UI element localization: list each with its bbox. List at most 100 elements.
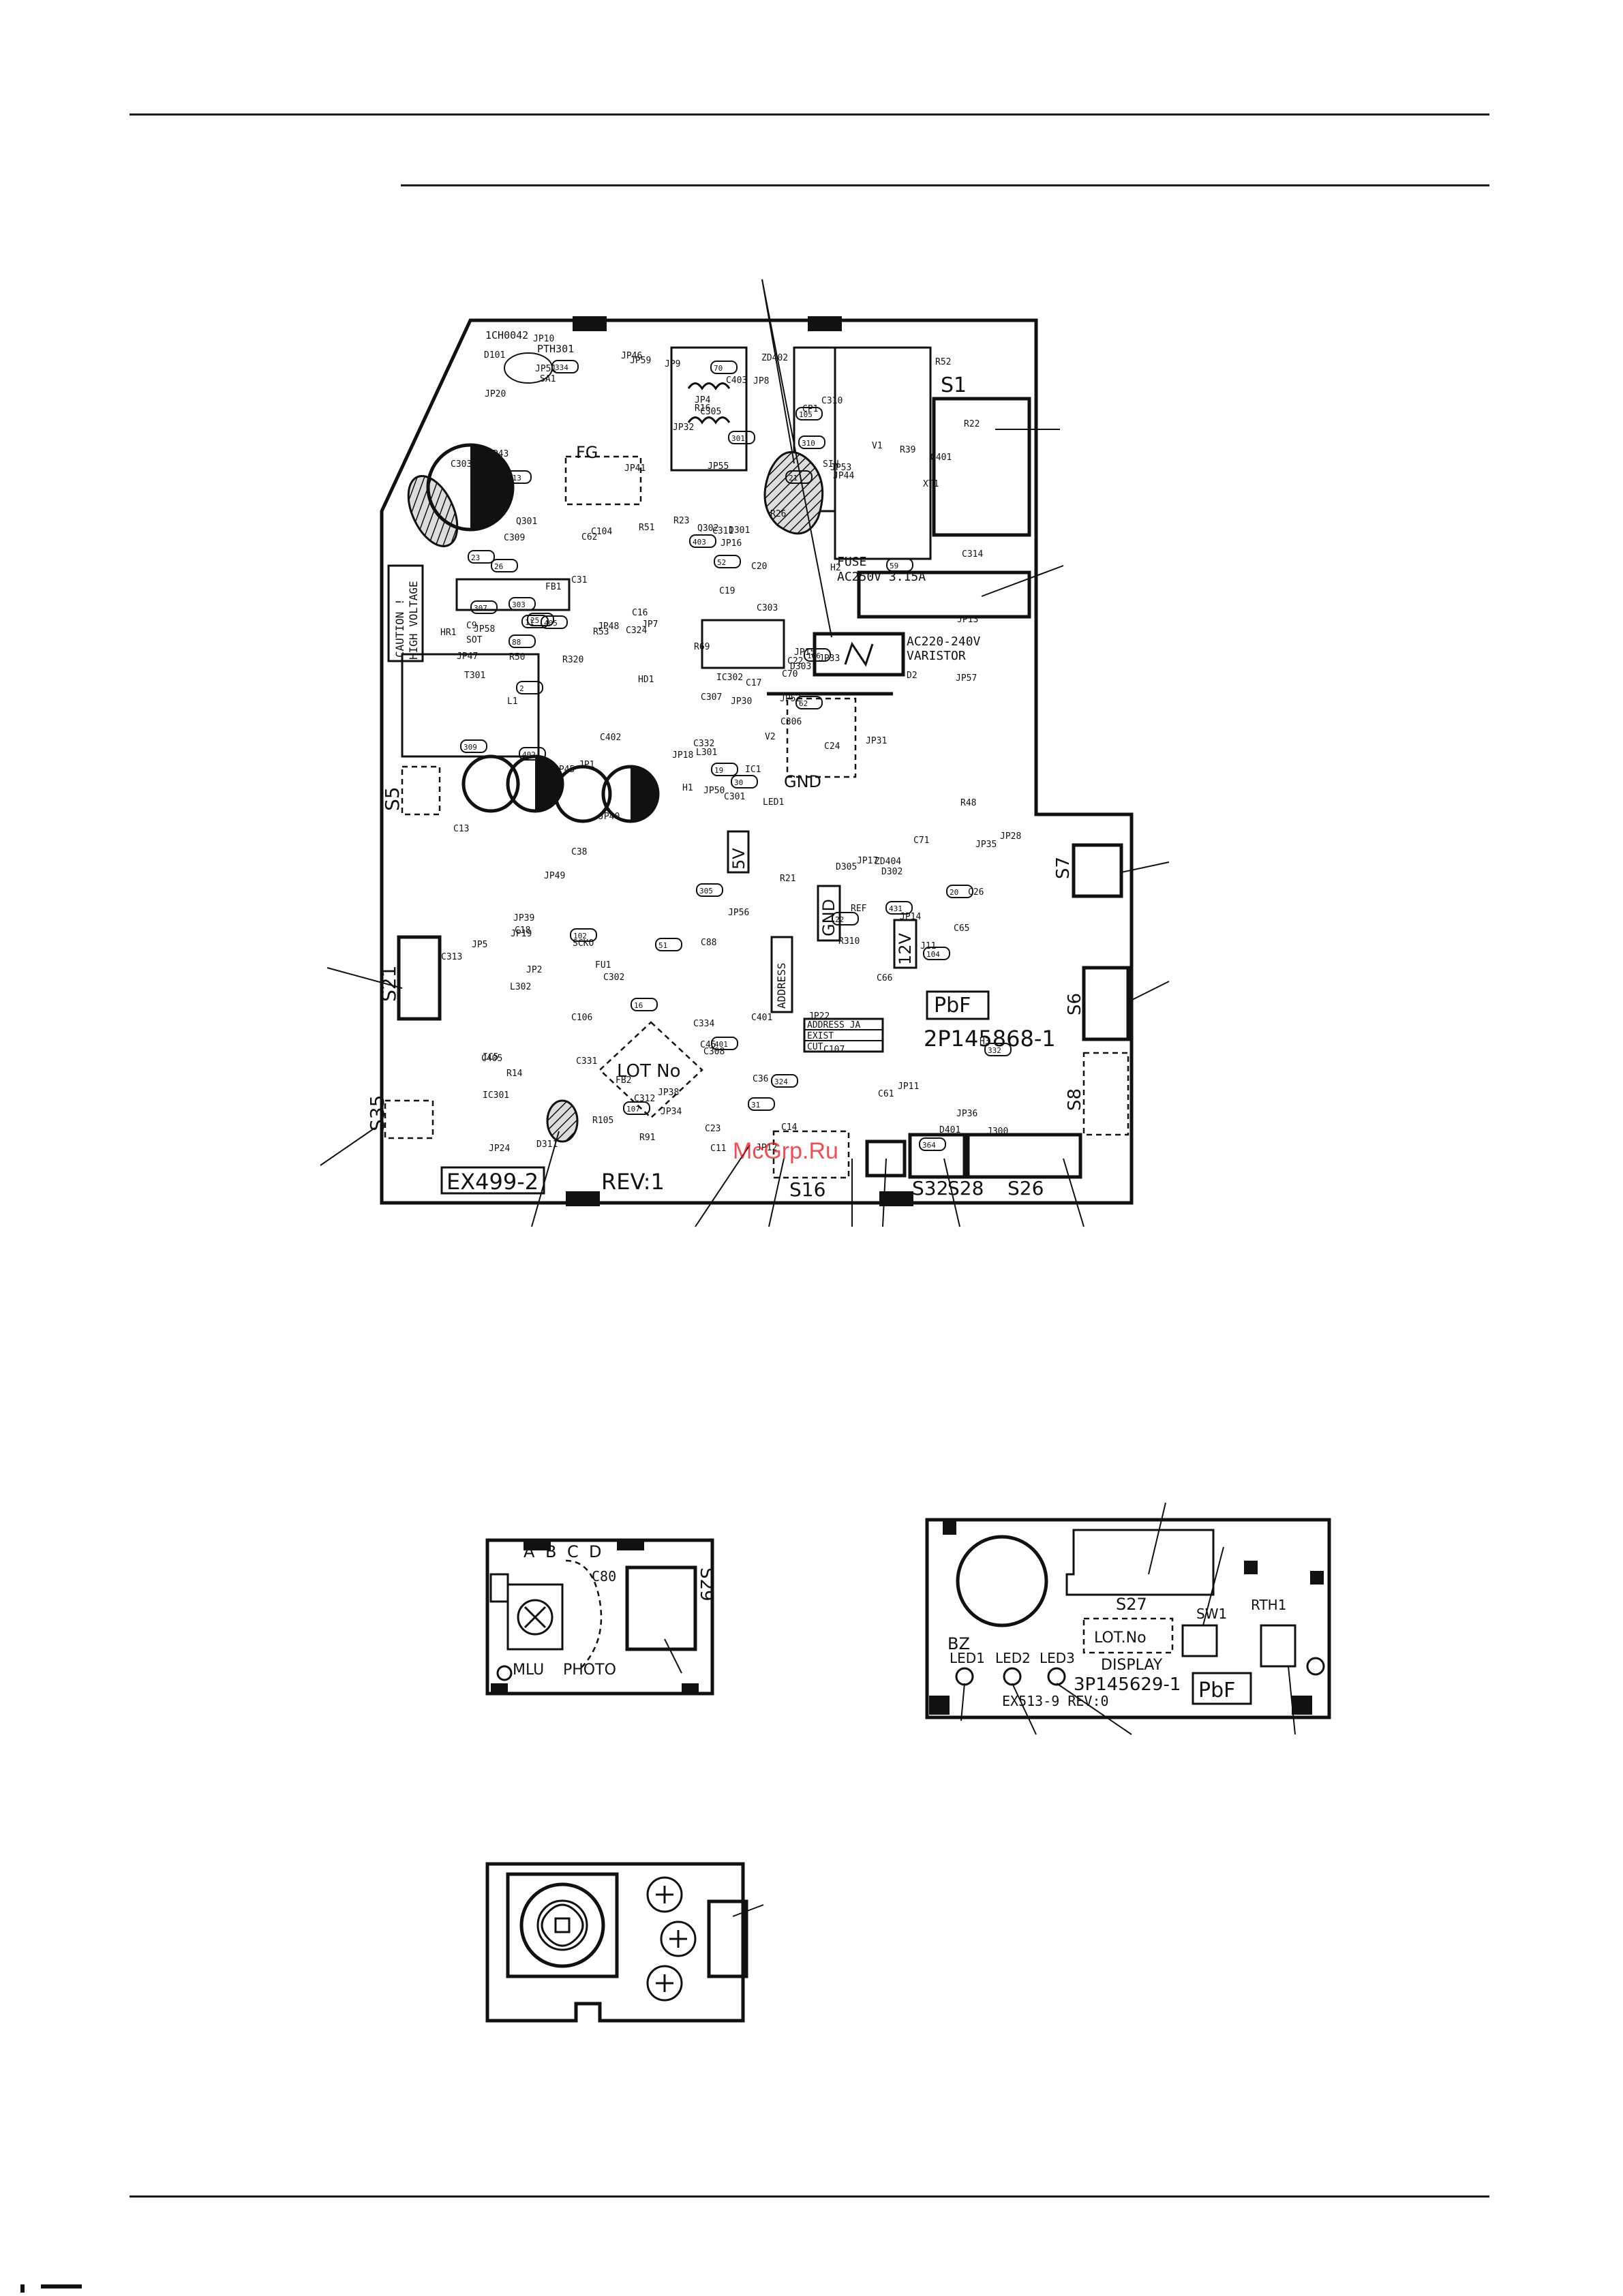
connector-s32-label: S32 bbox=[912, 1177, 948, 1199]
component-ref-label: C13 bbox=[453, 824, 469, 834]
component-ref-label: C302 bbox=[603, 973, 624, 983]
board-tab bbox=[573, 316, 607, 331]
component-body bbox=[946, 885, 973, 898]
fg-label: FG bbox=[576, 443, 598, 462]
buzzer bbox=[956, 1535, 1048, 1627]
component-ref-label: JP18 bbox=[672, 750, 693, 761]
component-ref-label: JP10 bbox=[533, 334, 554, 344]
component-ref-label: C16 bbox=[632, 608, 648, 618]
display-number: 3P145629-1 bbox=[1074, 1674, 1181, 1695]
component-value-label: 303 bbox=[512, 600, 526, 609]
model-rev: EX499-2 bbox=[446, 1169, 539, 1195]
component-ref-label: D2 bbox=[907, 671, 917, 681]
component-ref-label: C313 bbox=[441, 952, 462, 962]
component-value-label: 334 bbox=[555, 363, 568, 372]
connector-s35-outline bbox=[384, 1099, 434, 1139]
connector-s5-outline bbox=[401, 765, 441, 816]
display-pbf-box bbox=[1192, 1672, 1252, 1705]
component-body bbox=[804, 648, 831, 662]
component-ref-label: C309 bbox=[504, 533, 525, 543]
component-ref-label: JP34 bbox=[661, 1107, 682, 1117]
component-body bbox=[623, 1101, 650, 1115]
component-ref-label: JP59 bbox=[630, 356, 651, 366]
component-ref-label: FB2 bbox=[616, 1075, 631, 1086]
component-ref-label: JP38 bbox=[658, 1088, 679, 1098]
component-ref-label: C31 bbox=[571, 575, 587, 585]
component-ref-label: JP2 bbox=[526, 965, 542, 975]
component-ref-label: R50 bbox=[509, 652, 525, 662]
display-connector-label: S27 bbox=[1116, 1595, 1147, 1614]
component-ref-label: IC5 bbox=[483, 1052, 498, 1062]
component-value-label: 106 bbox=[807, 652, 821, 660]
component-ref-label: C23 bbox=[705, 1124, 721, 1134]
component-ref-label: JP57 bbox=[956, 673, 977, 684]
component-ref-label: R14 bbox=[506, 1069, 523, 1079]
component-body bbox=[711, 763, 738, 776]
component-body bbox=[795, 696, 823, 709]
connector-s16-outline bbox=[772, 1130, 850, 1179]
connector-s21-label: S21 bbox=[378, 966, 400, 1002]
connector-s6-body bbox=[1082, 966, 1130, 1041]
component-ref-label: JP5 bbox=[472, 940, 487, 950]
address-box-label: ADDRESS bbox=[775, 963, 788, 1009]
pbf-label: PbF bbox=[934, 994, 971, 1017]
component-value-label: 88 bbox=[512, 638, 521, 647]
component-body bbox=[711, 1037, 738, 1050]
display-title: DISPLAY bbox=[1101, 1657, 1163, 1674]
component-ref-label: C88 bbox=[701, 938, 716, 948]
component-body bbox=[509, 597, 536, 611]
capacitor-row bbox=[461, 754, 660, 823]
component-value-label: 105 bbox=[799, 410, 813, 419]
5v-label: 5V bbox=[729, 848, 748, 870]
buzzer-label: BZ bbox=[947, 1634, 970, 1653]
main-board: 1CH0042 PTH301 S1 FUSE AC250V 3.15A AC22… bbox=[320, 279, 1170, 1227]
component-value-label: 23 bbox=[471, 553, 480, 562]
capacitor-c302-fill bbox=[470, 445, 513, 530]
connector-s16-label: S16 bbox=[789, 1178, 825, 1201]
address-table bbox=[803, 1017, 884, 1053]
connector-s6-label: S6 bbox=[1065, 993, 1085, 1015]
component-ref-label: C107 bbox=[823, 1045, 845, 1055]
component-ref-label: R39 bbox=[900, 445, 915, 455]
coil-winding bbox=[687, 382, 731, 391]
component-value-label: 51 bbox=[658, 941, 667, 950]
gnd-box-label: GND bbox=[819, 899, 838, 936]
coil-winding bbox=[687, 416, 731, 425]
component-value-label: 332 bbox=[988, 1046, 1001, 1055]
component-ref-label: C70 bbox=[782, 669, 798, 679]
component-body bbox=[570, 928, 597, 942]
photo-label-mlu: MLU bbox=[513, 1662, 544, 1679]
connector-s7-label: S7 bbox=[1053, 857, 1074, 879]
varistor-label: VARISTOR bbox=[907, 649, 966, 663]
component-ref-label: R51 bbox=[639, 523, 654, 533]
component-ref-label: JP13 bbox=[957, 615, 978, 625]
component-body bbox=[527, 613, 554, 626]
component-ref-label: R48 bbox=[960, 798, 976, 808]
component-v2-outline bbox=[564, 455, 642, 506]
component-body bbox=[832, 912, 859, 925]
component-value-label: 431 bbox=[889, 904, 902, 913]
component-ref-label: C334 bbox=[693, 1019, 714, 1029]
component-value-label: 11 bbox=[525, 618, 534, 627]
main-board-outline bbox=[380, 318, 1134, 1205]
component-ref-label: C324 bbox=[626, 626, 647, 636]
address-box bbox=[770, 936, 793, 1013]
motor-housing bbox=[506, 1872, 619, 1978]
component-body bbox=[468, 550, 495, 564]
component-ref-label: C306 bbox=[780, 717, 802, 727]
component-ref-label: R69 bbox=[694, 642, 710, 652]
connector-s8-outline bbox=[1082, 1052, 1129, 1136]
component-ref-label: FB1 bbox=[545, 582, 561, 592]
component-ref-label: C303 bbox=[757, 603, 778, 613]
component-ref-label: C11 bbox=[710, 1144, 726, 1154]
component-ref-label: JP22 bbox=[808, 1011, 830, 1022]
component-ref-label: D303 bbox=[790, 662, 811, 672]
display-led3: LED3 bbox=[1040, 1650, 1075, 1666]
component-body bbox=[509, 634, 536, 648]
component-ref-label: Q401 bbox=[930, 453, 952, 463]
photo-letter: D bbox=[589, 1542, 601, 1561]
display-led2: LED2 bbox=[995, 1650, 1031, 1666]
component-value-label: 25 bbox=[530, 616, 539, 625]
component-ref-label: R21 bbox=[780, 874, 795, 884]
